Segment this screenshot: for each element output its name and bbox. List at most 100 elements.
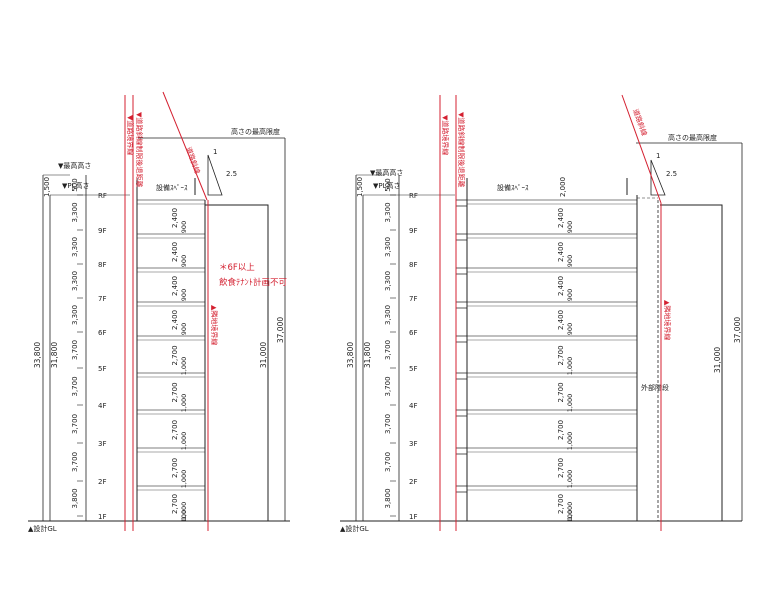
floor-label-4f: 4F: [409, 402, 417, 410]
floor-height-dim: 3,300: [71, 202, 79, 222]
ceiling-height-dim: 2,400: [171, 208, 179, 228]
top-dim: 1,500: [43, 177, 51, 197]
dim-37000: 37,000: [733, 317, 742, 343]
floor-height-dim: 3,700: [71, 414, 79, 434]
left-elevation: ▲設計GL ▼最高高さ ▼PL高さ 33,800 31,800 1,500 RF…: [28, 91, 290, 533]
ceiling-height-dim: 2,700: [557, 345, 565, 365]
floor-height-dim: 500: [384, 178, 392, 191]
ceiling-height-dim: 2,700: [171, 494, 179, 514]
gl-label: ▲設計GL: [340, 524, 369, 533]
balcony: [455, 301, 467, 309]
floor-label-1f: 1F: [409, 513, 417, 521]
height-limit-label: 高さの最高限度: [668, 133, 717, 142]
slope-den: 2.5: [666, 170, 677, 178]
ceiling-height-dim: 2,700: [557, 494, 565, 514]
slope-num: 1: [213, 148, 217, 156]
floor-label-5f: 5F: [98, 365, 106, 373]
floor-height-dim: 3,700: [71, 452, 79, 472]
floor-label-7f: 7F: [98, 295, 106, 303]
floor-slabs: [137, 199, 205, 491]
floor-label-6f: 6F: [98, 329, 106, 337]
balcony: [455, 335, 467, 343]
floor-label-5f: 5F: [409, 365, 417, 373]
dim-31000: 31,000: [259, 342, 268, 368]
slant-label: 道路斜線: [631, 108, 649, 137]
slab-dim: 900: [566, 323, 574, 335]
ceiling-height-dim: 2,400: [557, 310, 565, 330]
slab-dim: 900: [566, 221, 574, 233]
ceiling-height-dim: 2,400: [557, 208, 565, 228]
adjacent-line-label: ▲隣地境界線: [210, 305, 219, 345]
pl-height-dim: 31,800: [363, 342, 372, 368]
floor-label-9f: 9F: [409, 227, 417, 235]
slab-dim: 900: [180, 255, 188, 267]
floor-height-dim: 3,300: [71, 237, 79, 257]
floor-height-dim: 3,300: [71, 305, 79, 325]
slab-dim: 1,000: [180, 502, 188, 521]
slope-num: 1: [656, 152, 660, 160]
floor-height-dim: 3,300: [384, 271, 392, 291]
adjacent-line-label: ▲隣地境界線: [663, 300, 672, 340]
top-dim: 1,500: [356, 177, 364, 197]
external-stair-label: 外部階段: [641, 383, 669, 392]
slab-dim: 900: [566, 289, 574, 301]
floor-label-9f: 9F: [98, 227, 106, 235]
pl-height-label: ▼PL高さ: [373, 181, 401, 190]
floor-label-rf: RF: [98, 192, 107, 200]
floor-height-dim: 3,800: [384, 488, 392, 508]
slab-dim: 1,000: [566, 394, 574, 413]
ceiling-height-dim: 2,700: [171, 420, 179, 440]
ceiling-height-dim: 2,700: [557, 458, 565, 478]
floor-height-dim: 3,700: [71, 340, 79, 360]
slab-dim: 1,000: [566, 502, 574, 521]
floor-label-2f: 2F: [98, 478, 106, 486]
ceiling-height-dim: 2,700: [171, 382, 179, 402]
slab-dim: 1,000: [566, 432, 574, 451]
slope-triangle: [207, 154, 223, 196]
floor-height-dim: 3,300: [71, 271, 79, 291]
ceiling-height-dim: 2,700: [171, 458, 179, 478]
gl-label: ▲設計GL: [28, 524, 57, 533]
floor-label-2f: 2F: [409, 478, 417, 486]
top-dim-right: 2,000: [559, 177, 567, 197]
floor-label-3f: 3F: [409, 440, 417, 448]
balcony: [455, 485, 467, 493]
floor-label-8f: 8F: [98, 261, 106, 269]
setback-label: ▼道路斜線制限後退距離: [457, 112, 466, 187]
road-slant-line: [162, 91, 208, 201]
ceiling-height-dims: 2,4002,4002,4002,4002,7002,7002,7002,700…: [171, 208, 179, 514]
slab-dim: 900: [180, 323, 188, 335]
slab-dim: 1,000: [566, 470, 574, 489]
balcony: [455, 267, 467, 275]
setback-label: ▼道路斜線制限後退距離: [135, 112, 144, 187]
ceiling-height-dim: 2,400: [171, 276, 179, 296]
equipment-space-label: 設備ｽﾍﾟｰｽ: [156, 183, 188, 192]
balcony: [455, 447, 467, 455]
floor-label-4f: 4F: [98, 402, 106, 410]
max-height-label: ▼最高高さ: [370, 168, 403, 177]
ceiling-height-dims: 2,4002,4002,4002,4002,7002,7002,7002,700…: [557, 208, 565, 514]
floor-height-dim: 3,300: [384, 305, 392, 325]
slab-dim: 1,000: [180, 357, 188, 376]
floor-height-dim: 500: [71, 178, 79, 191]
floor-label-rf: RF: [409, 192, 418, 200]
adjacent-building-outline: [660, 204, 723, 521]
note-line-2: 飲食ﾃﾅﾝﾄ計画不可: [219, 277, 288, 288]
ceiling-height-dim: 2,400: [171, 310, 179, 330]
balcony: [455, 233, 467, 241]
floor-height-dim: 3,700: [384, 340, 392, 360]
slab-dim: 900: [180, 289, 188, 301]
ceiling-height-dim: 2,400: [557, 242, 565, 262]
slab-dim: 900: [566, 255, 574, 267]
slab-dim: 1,000: [566, 357, 574, 376]
dim-31000: 31,000: [713, 347, 722, 373]
note-line-1: ＊6F以上: [219, 263, 255, 273]
floor-label-6f: 6F: [409, 329, 417, 337]
balcony: [455, 409, 467, 417]
floor-height-dim: 3,700: [384, 414, 392, 434]
floor-label-1f: 1F: [98, 513, 106, 521]
floor-height-dims: 5003,3003,3003,3003,3003,7003,7003,7003,…: [71, 178, 83, 517]
